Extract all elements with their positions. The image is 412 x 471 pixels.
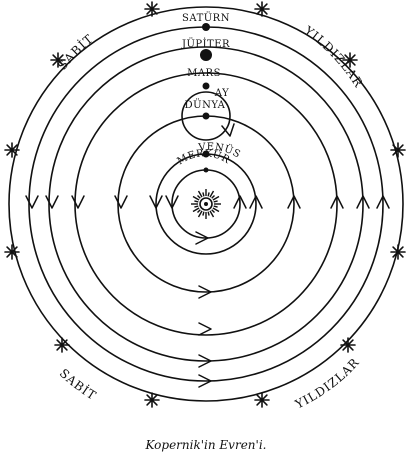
arrow-icon (45, 195, 59, 209)
arrow-icon (376, 195, 390, 209)
earth-marker (202, 112, 210, 120)
arrow-icon (25, 195, 39, 209)
fixed-star-icon (390, 142, 406, 158)
saturn-marker (202, 23, 210, 31)
arrow-icon (71, 195, 85, 209)
fixed-star-markers (4, 1, 406, 408)
fixed-star-icon (50, 52, 66, 68)
sun-icon (199, 197, 213, 211)
arrow-icon (114, 195, 128, 209)
fixed-star-icon (4, 142, 20, 158)
fixed-star-icon (340, 337, 356, 353)
motion-arrows (25, 123, 390, 388)
arrow-icon (198, 285, 212, 299)
moon-orbit (181, 91, 231, 141)
fixed-stars-label-top-left: SABİT (55, 31, 96, 72)
arrow-icon (165, 195, 179, 209)
fixed-star-icon (390, 244, 406, 260)
fixed-stars-label-bottom-right: YILDIZLAR (292, 355, 362, 412)
fixed-star-icon (54, 337, 70, 353)
mars-marker (202, 82, 210, 90)
fixed-stars-label-bottom-left: SABİT (57, 366, 99, 403)
jupiter-label: JÜPİTER (181, 38, 230, 50)
arrow-icon (356, 195, 370, 209)
arrow-icon (198, 374, 212, 388)
fixed-star-icon (144, 1, 160, 17)
venus-marker (202, 150, 210, 158)
saturn-label: SATÜRN (182, 12, 230, 24)
mercury-marker (203, 167, 209, 173)
sun-rays-icon (191, 189, 221, 219)
arrow-icon (195, 231, 209, 245)
arrow-icon (249, 195, 263, 209)
fixed-star-icon (342, 52, 358, 68)
fixed-star-icon (254, 392, 270, 408)
earth-label: DÜNYA (185, 99, 226, 111)
fixed-star-icon (144, 392, 160, 408)
arrow-icon (233, 195, 247, 209)
figure-caption: Kopernik'in Evren'i. (145, 438, 267, 452)
moon-label: AY (214, 88, 229, 99)
jupiter-marker (200, 49, 212, 61)
arrow-icon (287, 195, 301, 209)
planet-markers (192, 23, 212, 173)
arrow-icon (198, 322, 212, 336)
mars-orbit (74, 72, 338, 336)
jupiter-orbit (48, 46, 364, 362)
fixed-star-icon (254, 1, 270, 17)
arrow-icon (330, 195, 344, 209)
fixed-star-icon (4, 244, 20, 260)
mars-label: MARS (187, 68, 221, 79)
arrow-icon (221, 123, 235, 137)
arrow-icon (198, 354, 212, 368)
arrow-icon (149, 195, 163, 209)
fixed-stars-sphere (8, 6, 404, 402)
